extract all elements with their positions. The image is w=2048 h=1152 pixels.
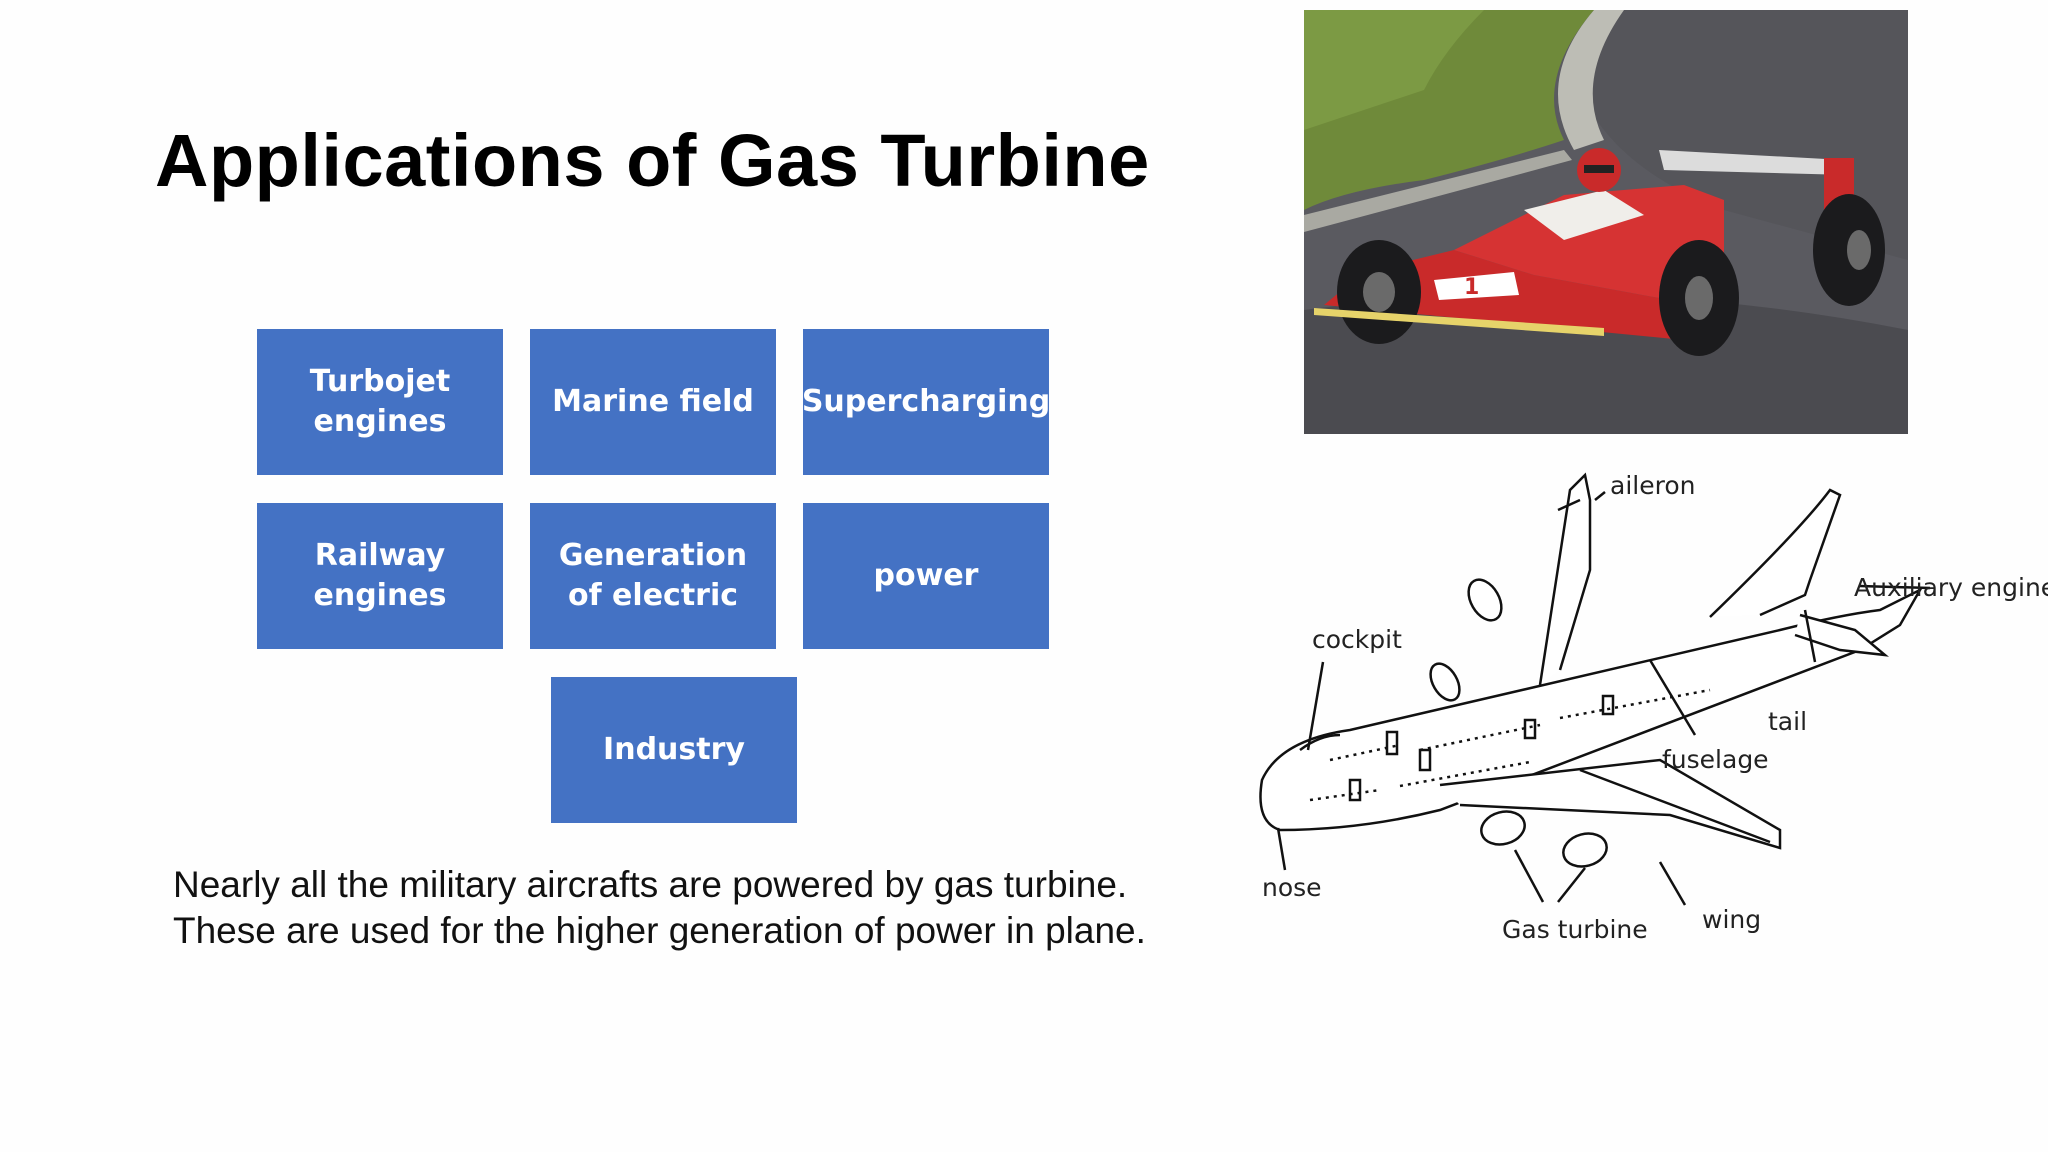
box-supercharging: Supercharging — [802, 329, 1050, 475]
box-turbojet-engines: Turbojet engines — [257, 329, 503, 475]
label-tail: tail — [1768, 707, 1807, 736]
label-nose: nose — [1262, 873, 1322, 902]
body-text: Nearly all the military aircrafts are po… — [173, 864, 1146, 951]
label-gas-turbine: Gas turbine — [1502, 915, 1648, 944]
box-generation-of-electric: Generation of electric — [530, 503, 776, 649]
label-fuselage: fuselage — [1662, 745, 1769, 774]
label-cockpit: cockpit — [1312, 625, 1402, 654]
label-aileron: aileron — [1610, 471, 1695, 500]
airplane-diagram: aileron Auxiliary engine cockpit tail fu… — [1259, 471, 2048, 944]
box-marine-field: Marine field — [530, 329, 776, 475]
label-wing: wing — [1702, 905, 1761, 934]
label-auxiliary-engine: Auxiliary engine — [1854, 573, 2048, 602]
box-railway-engines: Railway engines — [257, 503, 503, 649]
race-car-photo: 1 — [1304, 10, 1908, 434]
slide-title: Applications of Gas Turbine — [155, 119, 1150, 202]
box-industry: Industry — [551, 677, 797, 823]
box-power: power — [803, 503, 1049, 649]
svg-text:1: 1 — [1464, 275, 1479, 300]
